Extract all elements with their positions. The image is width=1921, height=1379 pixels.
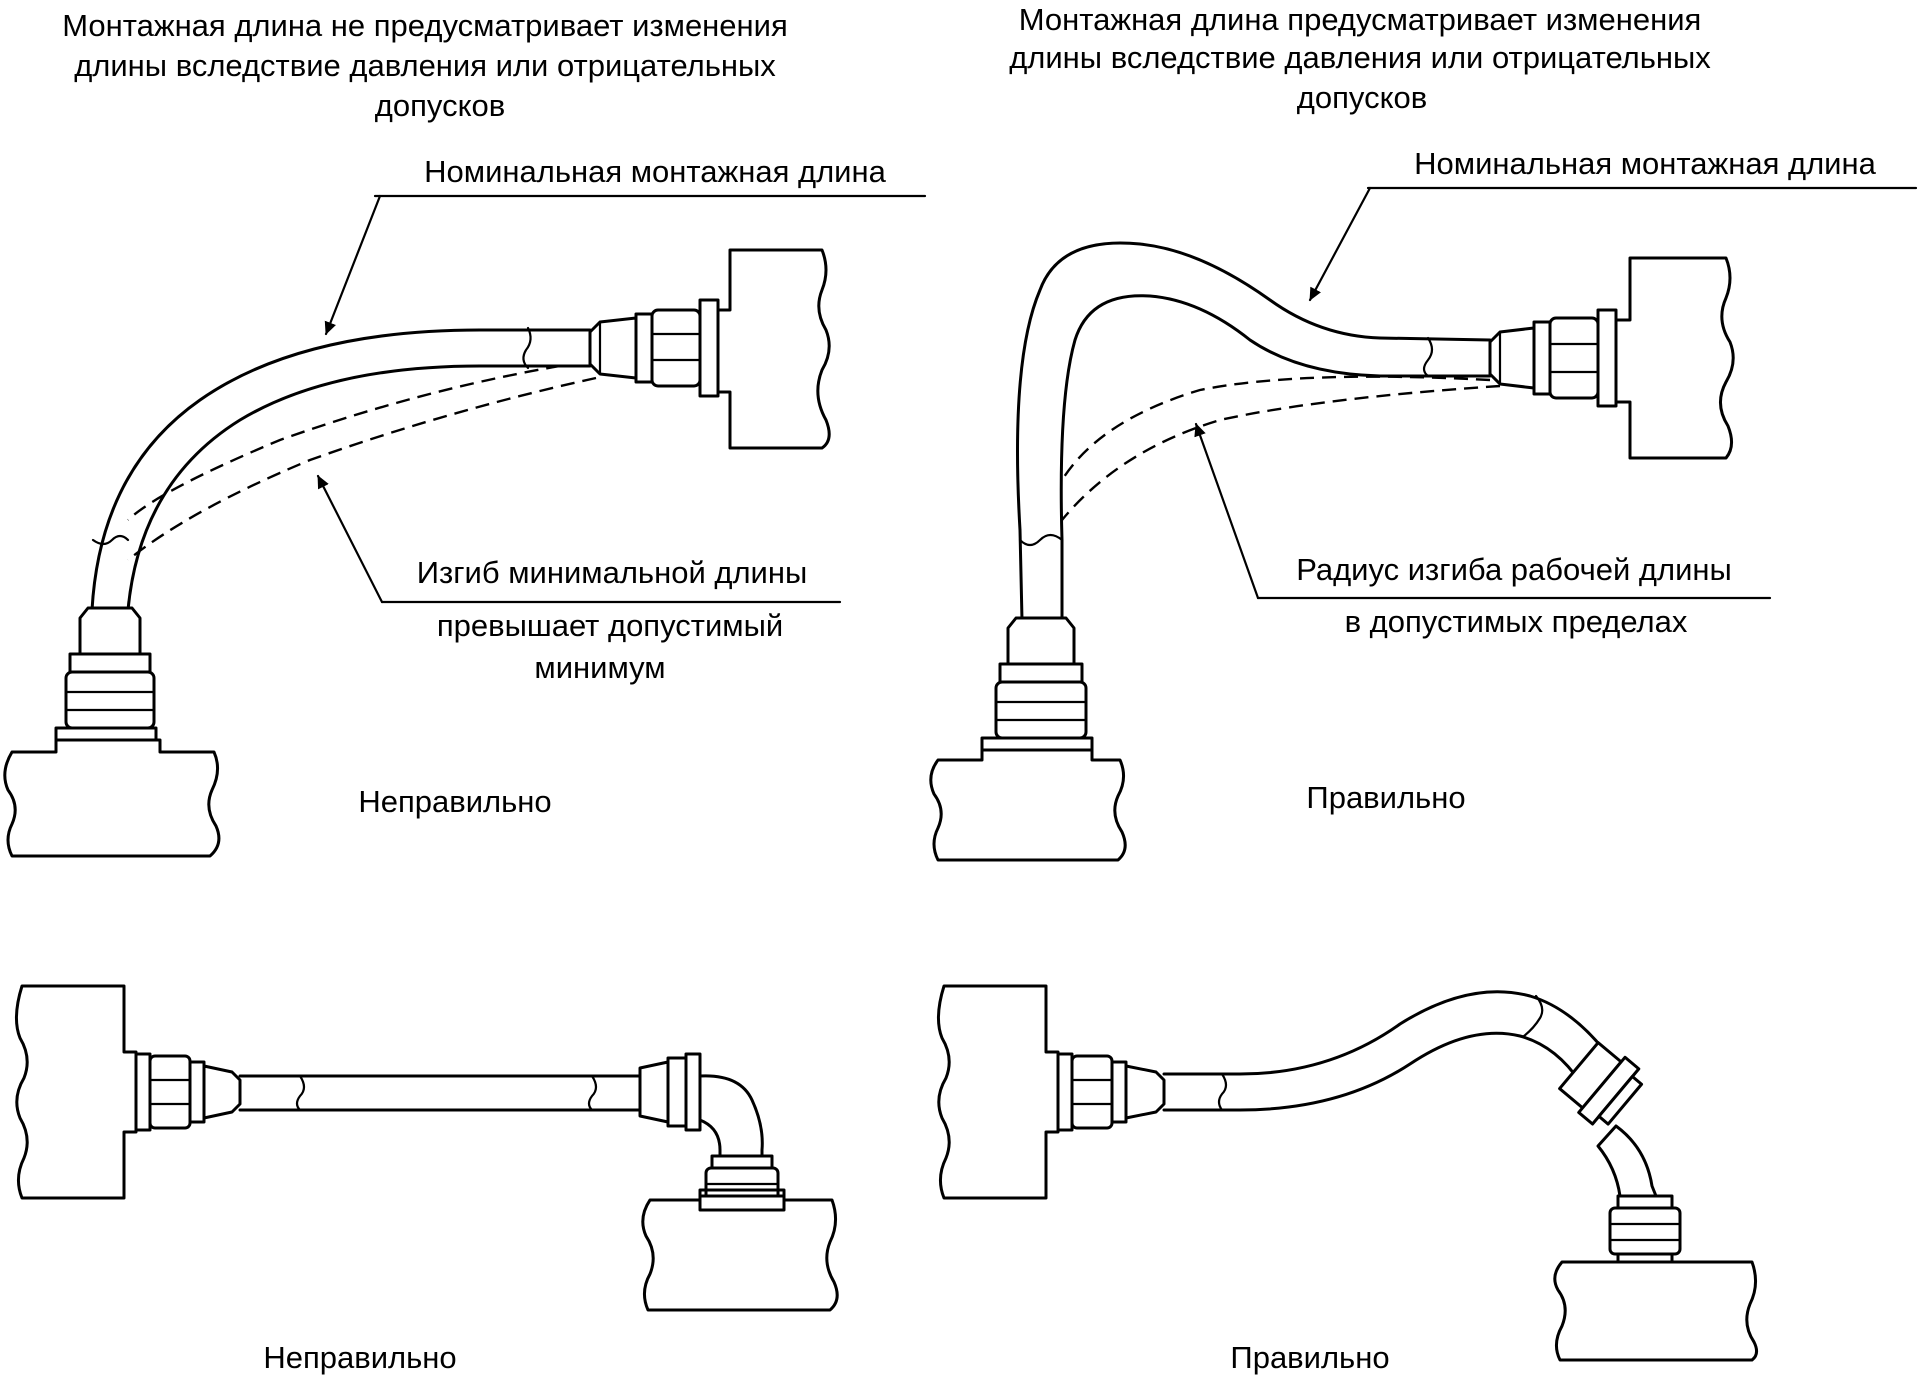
panel-bottom-right: Правильно (937, 984, 1759, 1375)
hose-dashed-inner-top-right (1061, 384, 1501, 521)
elbow-fitting-bottom-left (638, 1052, 786, 1230)
panel-bottom-left: Неправильно (15, 984, 839, 1375)
heading-top-left-line-3: допусков (375, 88, 505, 123)
bottom-mount-block-bottom-left (641, 1198, 839, 1312)
hose-fitting-bottom-top-left (54, 606, 158, 748)
hose-break-mark-top-left-2 (91, 534, 130, 546)
nominal-length-arrow-top-left (324, 194, 382, 336)
angled-fitting-bottom-right (1558, 1041, 1644, 1126)
bottom-mount-block-top-left (3, 738, 221, 858)
panel-top-right: Монтажная длина предусматривает изменени… (929, 2, 1918, 862)
nominal-length-label-top-left: Номинальная монтажная длина (424, 154, 886, 189)
nominal-length-label-top-right: Номинальная монтажная длина (1414, 146, 1876, 181)
hose-fitting-bottom-top-right (980, 616, 1094, 756)
hose-outer-edge-top-left (90, 328, 592, 612)
hose-break-mark-top-right (1422, 336, 1434, 378)
mount-plate-bottom-left (698, 1194, 786, 1212)
hose-curve-bottom-edge-bottom-right (1162, 1031, 1582, 1112)
radius-label-top-right-line-1: Радиус изгиба рабочей длины (1296, 552, 1732, 587)
left-mount-block-bottom-right (937, 984, 1060, 1200)
elbow-nut-bottom-right (1608, 1194, 1682, 1266)
right-mount-block-top-left (716, 248, 831, 450)
heading-top-left-line-2: длины вследствие давления или отрицатель… (74, 48, 776, 83)
heading-top-right-line-1: Монтажная длина предусматривает изменени… (1019, 2, 1702, 37)
bend-label-top-left-line-2: превышает допустимый (437, 608, 783, 643)
hose-fitting-right-top-left (588, 298, 720, 398)
nominal-length-arrow-top-right (1308, 186, 1372, 302)
right-mount-block-top-right (1614, 256, 1735, 460)
radius-arrow-top-right (1194, 422, 1260, 600)
hose-dashed-outer-top-left (127, 364, 561, 521)
hose-break-mark-top-right-2 (1018, 533, 1064, 547)
heading-top-left-line-1: Монтажная длина не предусматривает измен… (62, 8, 788, 43)
caption-bottom-left: Неправильно (263, 1340, 456, 1375)
panel-top-left: Монтажная длина не предусматривает измен… (3, 8, 927, 858)
hose-inner-edge-top-right (1059, 294, 1492, 622)
left-mount-block-bottom-left (15, 984, 138, 1200)
hose-break-mark-bottom-left-1 (295, 1074, 306, 1112)
bend-arrow-top-left (316, 474, 384, 604)
hose-fitting-left-bottom-right (1056, 1052, 1166, 1132)
hose-break-mark-bottom-right-2 (1522, 994, 1544, 1038)
hose-inner-edge-top-left (126, 364, 592, 612)
caption-bottom-right: Правильно (1230, 1340, 1389, 1375)
hose-break-mark-bottom-left-2 (587, 1074, 598, 1112)
hose-curve-top-edge-bottom-right (1162, 990, 1606, 1076)
bottom-mount-block-bottom-right (1553, 1260, 1759, 1362)
heading-top-right-line-3: допусков (1297, 80, 1427, 115)
hose-fitting-left-bottom-left (134, 1052, 242, 1132)
radius-label-top-right-line-2: в допустимых пределах (1345, 604, 1688, 639)
bend-label-top-left-line-1: Изгиб минимальной длины (417, 555, 808, 590)
heading-top-right-line-2: длины вследствие давления или отрицатель… (1009, 40, 1711, 75)
hose-fitting-right-top-right (1488, 308, 1618, 408)
bottom-mount-block-top-right (929, 748, 1127, 862)
caption-top-left: Неправильно (358, 784, 551, 819)
hose-dashed-inner-top-left (127, 376, 597, 561)
hose-outer-edge-top-right (1016, 241, 1492, 622)
caption-top-right: Правильно (1306, 780, 1465, 815)
bend-label-top-left-line-3: минимум (534, 650, 665, 685)
hose-break-mark-top-left (522, 326, 532, 370)
hose-break-mark-bottom-right-1 (1217, 1072, 1228, 1112)
elbow-bend-bottom-right (1596, 1124, 1658, 1198)
hose-dashed-outer-top-right (1060, 375, 1491, 481)
